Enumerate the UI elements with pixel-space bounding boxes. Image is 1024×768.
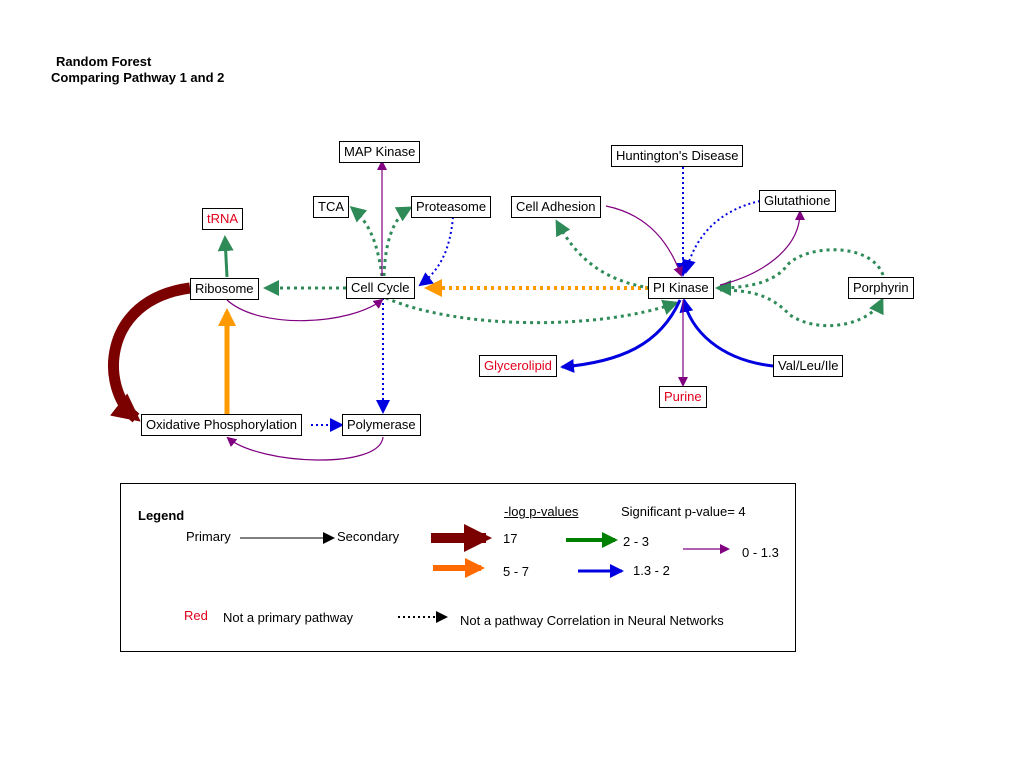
node-cell-adhesion: Cell Adhesion [511,196,601,218]
node-glutathione: Glutathione [759,190,836,212]
node-trna: tRNA [202,208,244,230]
node-polymerase: Polymerase [342,414,421,436]
edge-valleuile-pikinase [679,298,774,368]
legend-label-2-3: 2 - 3 [623,534,650,549]
legend-label-17: 17 [503,531,518,546]
edge-polymerase-oxphos [226,436,384,461]
node-tca: TCA [313,196,349,218]
edge-cellcycle-proteasome [382,206,413,277]
legend-label-1-3-2: 1.3 - 2 [633,563,670,578]
edge-pikinase-glycerolipid [560,299,682,373]
legend-red-label: Red [184,608,208,623]
legend-primary-label: Primary [186,529,231,544]
node-huntingtons-disease: Huntington's Disease [611,145,744,167]
edge-celladhesion-pikinase [605,205,683,277]
node-ribosome: Ribosome [190,278,259,300]
legend-not-primary: Not a primary pathway [223,610,354,625]
node-val-leu-ile: Val/Leu/Ile [773,355,844,377]
edge-porphyrin-pikinase [715,248,885,296]
node-glycerolipid: Glycerolipid [479,355,557,377]
legend-not-pathway: Not a pathway Correlation in Neural Netw… [460,613,724,628]
legend-label-5-7: 5 - 7 [503,564,530,579]
edge-cellcycle-tca [349,206,384,277]
title-line-1: Random Forest [56,54,152,69]
node-proteasome: Proteasome [411,196,492,218]
node-oxidative-phosphorylation: Oxidative Phosphorylation [141,414,303,436]
edge-pikinase-glutathione [719,210,805,286]
edge-cellcycle-pikinase-green [385,296,679,325]
edge-ribosome-trna [217,235,234,278]
legend-title: Legend [138,508,185,523]
title-line-2: Comparing Pathway 1 and 2 [51,70,225,85]
legend-secondary-label: Secondary [337,529,400,544]
node-cell-cycle: Cell Cycle [346,277,415,299]
edge-proteasome-cellcycle [418,216,454,287]
edge-ribosome-oxphos [108,282,191,423]
node-map-kinase: MAP Kinase [339,141,421,163]
edge-glutathione-pikinase [682,200,761,274]
node-purine: Purine [659,386,707,408]
edge-ribosome-cellcycle [226,298,384,322]
legend-box [120,483,796,652]
legend-label-0-1-3: 0 - 1.3 [742,545,779,560]
edge-pikinase-celladhesion [555,219,651,290]
edge-pikinase-porphyrin [719,288,884,328]
node-porphyrin: Porphyrin [848,277,914,299]
legend-pvalues-header: -log p-values [504,504,579,519]
node-pi-kinase: PI Kinase [648,277,714,299]
legend-significant: Significant p-value= 4 [621,504,746,519]
